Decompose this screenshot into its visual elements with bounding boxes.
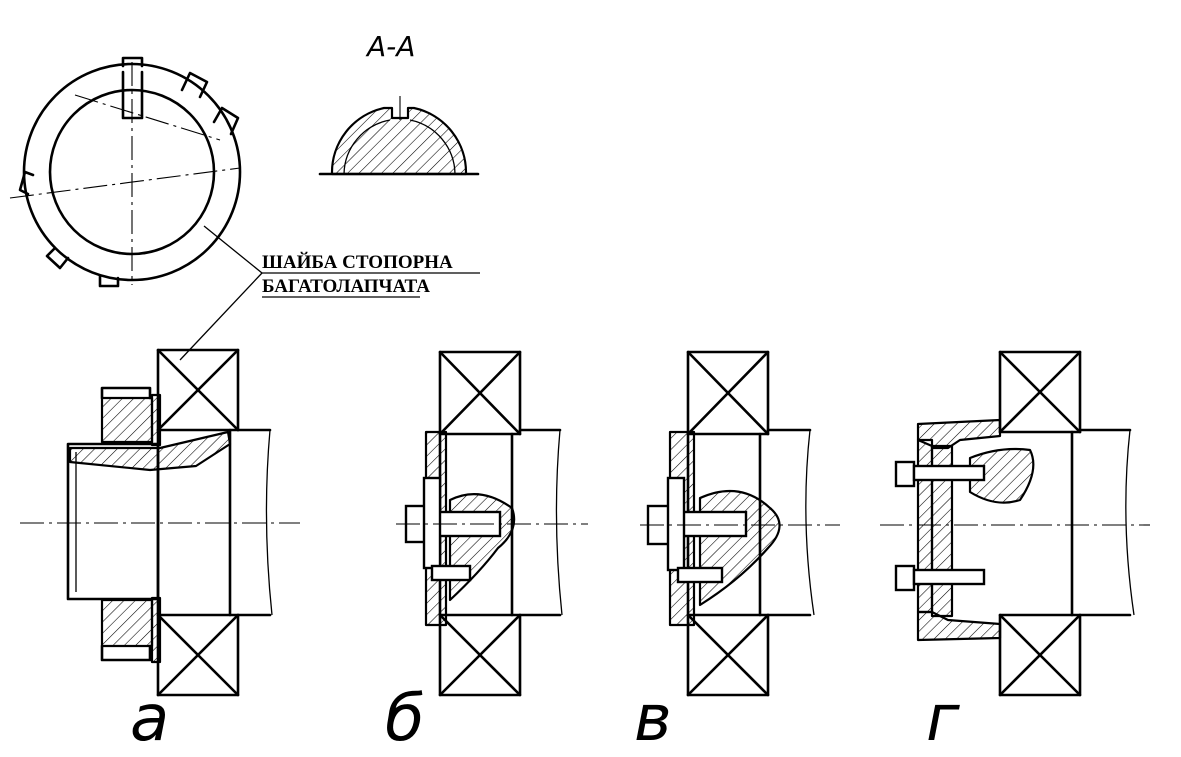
washer-callout: ШАЙБА СТОПОРНА БАГАТОЛАПЧАТА: [179, 225, 480, 361]
washer-tab-right: [212, 106, 240, 136]
washer-centerline-diag: [74, 94, 221, 141]
variant-label-a: а: [130, 682, 169, 756]
variant-a-assembly: [20, 348, 300, 697]
section-a-a-view: [318, 96, 480, 176]
washer-centerline-h: [9, 167, 241, 199]
section-label: А-А: [365, 30, 415, 63]
lock-washer-plan-view: [9, 56, 242, 288]
callout-line1: ШАЙБА СТОПОРНА: [262, 251, 453, 273]
variant-label-v: в: [634, 682, 672, 756]
washer-tab-bottom: [98, 274, 120, 288]
variant-b-assembly: [396, 350, 588, 697]
variant-label-b: б: [385, 682, 424, 756]
washer-tab-left: [18, 170, 35, 196]
callout-line2: БАГАТОЛАПЧАТА: [262, 276, 430, 297]
variant-label-g: г: [926, 682, 960, 756]
variant-g-assembly: [880, 350, 1150, 697]
washer-tab-upper-right: [180, 71, 209, 99]
washer-tab-lower-left: [45, 246, 70, 270]
variant-v-assembly: [640, 350, 840, 697]
